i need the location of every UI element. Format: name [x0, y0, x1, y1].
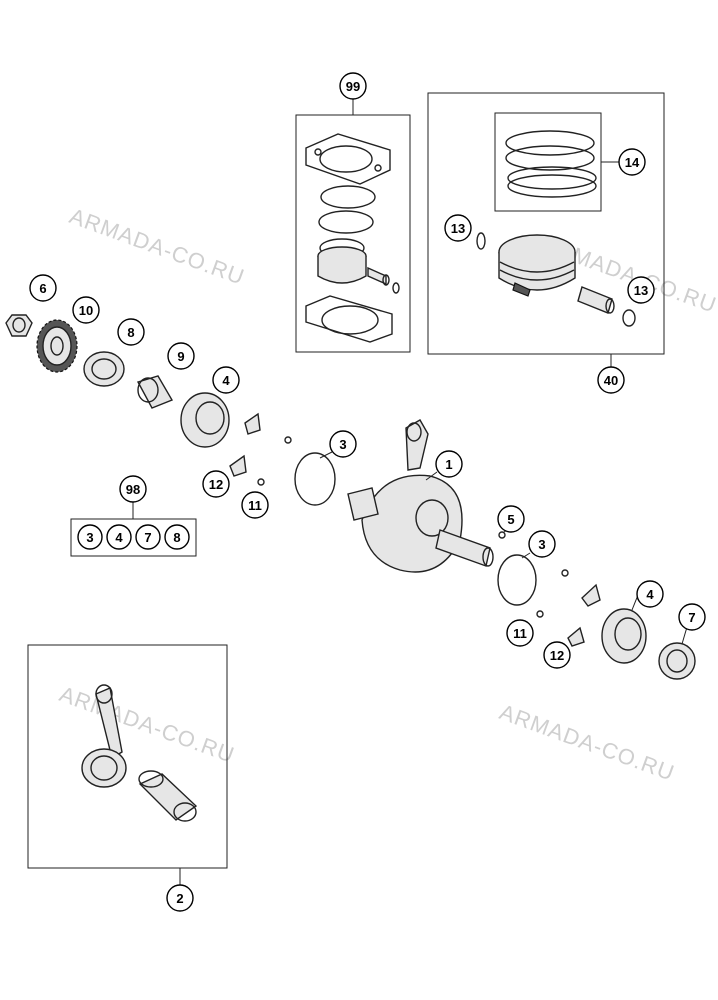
shim-ring-left	[294, 452, 336, 506]
retaining-plate-right	[567, 626, 585, 647]
kit98-item-7[interactable]: 7	[135, 524, 161, 550]
cylinder-base-gasket	[305, 295, 393, 343]
piston-ring-top	[505, 130, 595, 156]
callout-3-left[interactable]: 3	[329, 430, 357, 458]
callout-label: 11	[513, 626, 527, 641]
callout-label: 5	[507, 512, 514, 527]
screw-right-upper	[561, 569, 569, 577]
callout-12-right[interactable]: 12	[543, 641, 571, 669]
callout-5[interactable]: 5	[497, 505, 525, 533]
connecting-rod-pin	[138, 770, 198, 822]
callout-10[interactable]: 10	[72, 296, 100, 324]
callout-label: 2	[176, 891, 183, 906]
kit98-item-8[interactable]: 8	[164, 524, 190, 550]
callout-label: 10	[79, 303, 93, 318]
callout-11-right[interactable]: 11	[506, 619, 534, 647]
kit-circlip	[392, 282, 400, 294]
callout-label: 7	[688, 610, 695, 625]
piston-pin	[577, 286, 615, 314]
callout-label: 9	[177, 349, 184, 364]
piston-kit-box	[427, 92, 665, 355]
connecting-rod	[81, 684, 127, 788]
callout-14[interactable]: 14	[618, 148, 646, 176]
bearing-kit-box	[70, 518, 197, 557]
callout-13-left[interactable]: 13	[444, 214, 472, 242]
callout-label: 40	[604, 373, 618, 388]
piston	[498, 234, 576, 297]
callout-99[interactable]: 99	[339, 72, 367, 100]
circlip-left	[476, 232, 486, 250]
kit98-item-3[interactable]: 3	[77, 524, 103, 550]
callout-label: 3	[339, 437, 346, 452]
callout-2[interactable]: 2	[166, 884, 194, 912]
kit98-label: 8	[173, 530, 180, 545]
circlip-right	[622, 309, 636, 327]
spacer-sleeve	[136, 375, 174, 409]
primary-gear	[36, 319, 78, 373]
shaft-seal-ring	[83, 351, 125, 387]
kit-piston	[317, 246, 367, 284]
crankshaft-assembly	[347, 419, 494, 573]
watermark: ARMADA-CO.RU	[496, 699, 678, 786]
screw-right	[536, 610, 544, 618]
callout-label: 12	[550, 648, 564, 663]
callout-label: 1	[445, 457, 452, 472]
crankshaft-nut	[5, 314, 33, 337]
kit98-label: 7	[144, 530, 151, 545]
callout-9[interactable]: 9	[167, 342, 195, 370]
callout-label: 4	[222, 373, 230, 388]
callout-8[interactable]: 8	[117, 318, 145, 346]
callout-label: 13	[634, 283, 648, 298]
callout-label: 12	[209, 477, 223, 492]
callout-label: 6	[39, 281, 46, 296]
retaining-plate-left	[229, 454, 247, 477]
callout-label: 14	[625, 155, 640, 170]
piston-ring-2	[318, 210, 374, 234]
callout-label: 3	[538, 537, 545, 552]
gasket-kit-box	[295, 114, 411, 353]
callout-label: 8	[127, 325, 134, 340]
leader-lines	[319, 161, 688, 645]
callout-12-left[interactable]: 12	[202, 470, 230, 498]
kit98-label: 4	[115, 530, 123, 545]
main-bearing-right	[601, 608, 647, 664]
main-bearing-left	[180, 392, 230, 448]
kit98-label: 3	[86, 530, 93, 545]
callout-label: 98	[126, 482, 140, 497]
cylinder-head-gasket	[305, 133, 391, 185]
shaft-seal-right	[658, 642, 696, 680]
callout-4-right[interactable]: 4	[636, 580, 664, 608]
callout-3-right[interactable]: 3	[528, 530, 556, 558]
callout-98[interactable]: 98	[119, 475, 147, 503]
small-screw	[284, 436, 292, 444]
watermark: ARMADA-CO.RU	[56, 681, 238, 768]
callout-1[interactable]: 1	[435, 450, 463, 478]
watermark: ARMADA-CO.RU	[66, 203, 248, 290]
callout-label: 11	[248, 498, 262, 513]
woodruff-key	[498, 531, 506, 539]
callout-11-left[interactable]: 11	[241, 491, 269, 519]
kit98-item-4[interactable]: 4	[106, 524, 132, 550]
piston-ring-second	[505, 145, 595, 171]
callout-label: 13	[451, 221, 465, 236]
connecting-rod-kit-box	[27, 644, 228, 869]
shim-ring-right	[497, 554, 537, 606]
callout-label: 99	[346, 79, 360, 94]
callout-40[interactable]: 40	[597, 366, 625, 394]
callout-7[interactable]: 7	[678, 603, 706, 631]
callout-13-right[interactable]: 13	[627, 276, 655, 304]
callout-label: 4	[646, 587, 654, 602]
oil-ring-upper	[507, 166, 597, 190]
screw-left	[257, 478, 265, 486]
callout-4-left[interactable]: 4	[212, 366, 240, 394]
oil-ring-lower	[507, 174, 597, 198]
retaining-plate-right-upper	[581, 583, 601, 607]
kit-piston-pin	[367, 266, 390, 286]
retaining-plate-left-upper	[244, 412, 261, 435]
piston-ring-1	[320, 185, 376, 209]
callout-6[interactable]: 6	[29, 274, 57, 302]
